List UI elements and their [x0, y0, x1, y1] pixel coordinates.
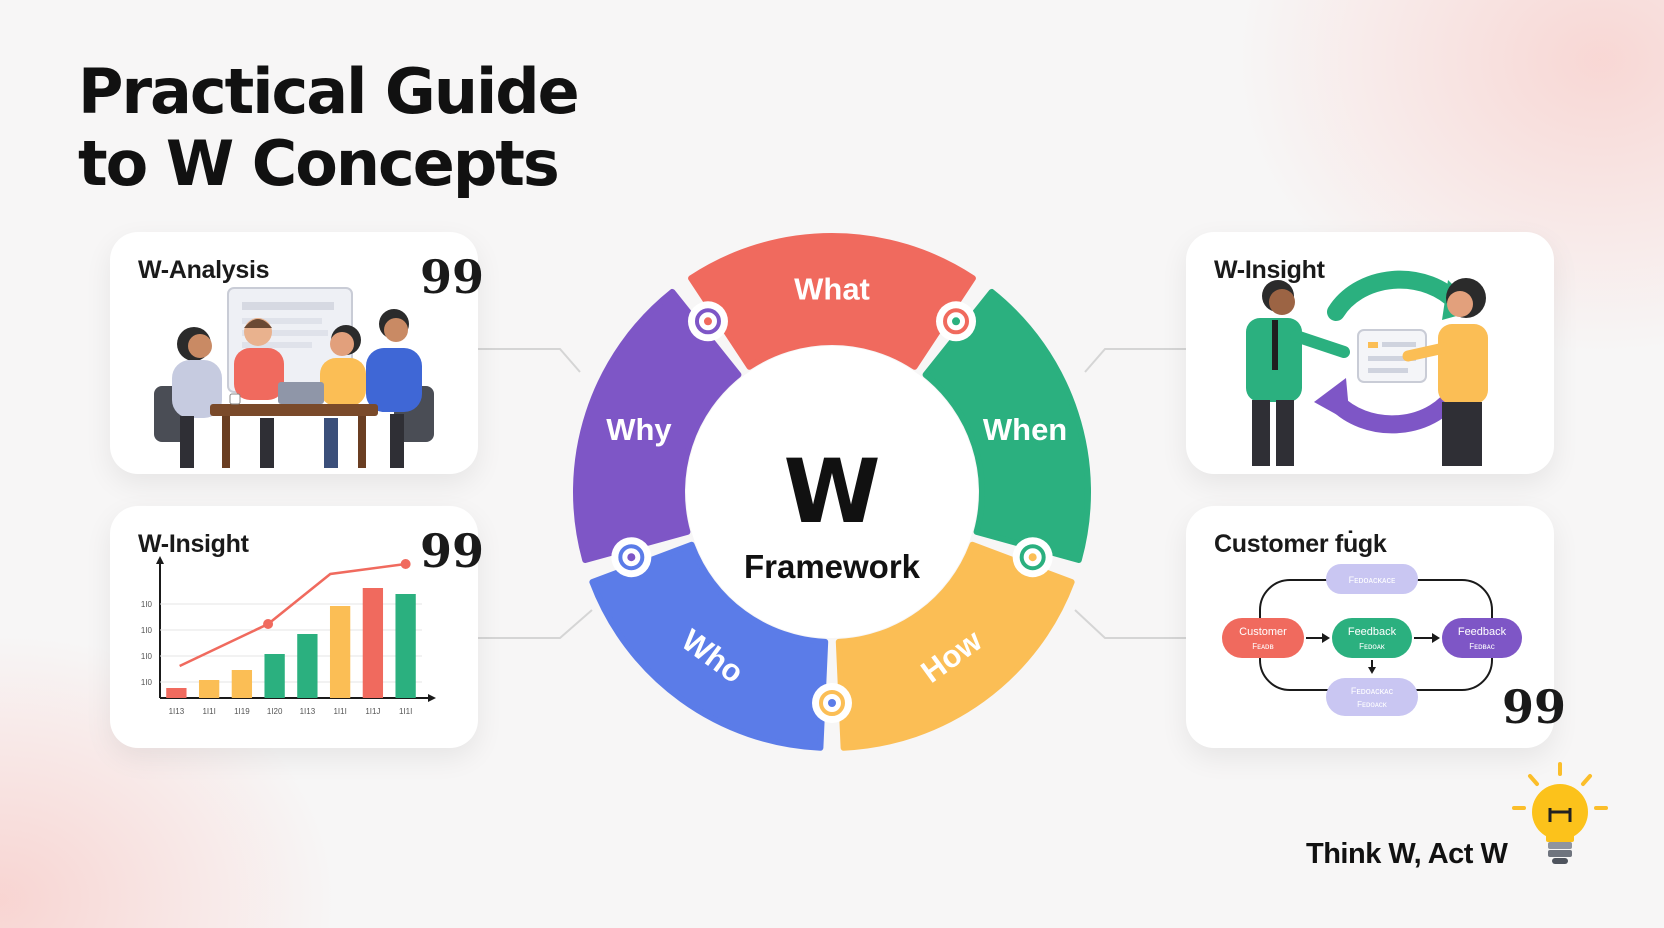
- chart-bar: [297, 634, 318, 698]
- card-customer-feedback: Customer fu̇gk 99 Fᴇᴅᴏᴀᴄᴋᴀᴄᴇ Customer Fᴇ…: [1186, 506, 1566, 748]
- flow-node-feedback: Feedback Fᴇᴅᴏᴀᴋ: [1332, 618, 1412, 658]
- quote-icon: 99: [420, 250, 485, 304]
- card-title: W-Insight: [138, 530, 249, 558]
- puzzle-icon: [1012, 537, 1053, 578]
- svg-text:Fᴇᴅʙᴀᴄ: Fᴇᴅʙᴀᴄ: [1469, 642, 1494, 651]
- chart-bar: [362, 588, 384, 698]
- growth-bar-chart: 1I0 1I0 1I0 1I0 1I13 1I1I 1I19 1I20 1I13 1I1I 1I1J…: [141, 556, 436, 716]
- card-w-insight-chart: W-Insight 99 1I0 1I0 1I0 1I0 1I13 1I1I 1I19 1I2…: [110, 506, 484, 748]
- svg-text:Fᴇᴅᴏᴀᴋ: Fᴇᴅᴏᴀᴋ: [1359, 642, 1386, 651]
- segment-label-when: When: [983, 412, 1067, 447]
- team-meeting-illustration: [154, 287, 434, 468]
- x-tick-label: 1I13: [300, 707, 316, 716]
- y-tick-label: 1I0: [141, 626, 153, 635]
- svg-text:Customer: Customer: [1239, 626, 1287, 638]
- feedback-flow-diagram: Fᴇᴅᴏᴀᴄᴋᴀᴄᴇ Customer Fᴇᴀᴅʙ Feedback Fᴇᴅᴏᴀ…: [1222, 564, 1522, 716]
- monitor-icon: [812, 683, 852, 723]
- quote-icon: 99: [420, 524, 485, 578]
- y-tick-label: 1I0: [141, 652, 153, 661]
- x-tick-label: 1I1I: [333, 707, 346, 716]
- flow-node-feedback-result: Feedback Fᴇᴅʙᴀᴄ: [1442, 618, 1522, 658]
- chart-bar: [264, 654, 285, 698]
- x-tick-label: 1I13: [169, 707, 185, 716]
- title-line-1: Practical Guide: [78, 55, 580, 128]
- svg-text:Fᴇᴅᴏᴀᴄᴋᴀᴄᴇ: Fᴇᴅᴏᴀᴄᴋᴀᴄᴇ: [1349, 575, 1396, 585]
- page-title: Practical Guide to W Concepts: [78, 55, 580, 200]
- x-tick-label: 1I1I: [399, 707, 412, 716]
- trend-point: [400, 559, 411, 569]
- segment-who: [589, 541, 829, 751]
- segment-label-why: Why: [606, 412, 672, 447]
- svg-text:Feedback: Feedback: [1458, 626, 1507, 638]
- svg-text:Fᴇᴅᴏᴀᴄᴋᴀᴄ: Fᴇᴅᴏᴀᴄᴋᴀᴄ: [1351, 686, 1394, 696]
- x-tick-label: 1I20: [267, 707, 283, 716]
- segment-how: [835, 541, 1075, 751]
- x-tick-label: 1I19: [234, 707, 250, 716]
- card-title: Customer fu̇gk: [1214, 530, 1387, 558]
- discussion-illustration: [1246, 270, 1488, 466]
- flow-node-top: Fᴇᴅᴏᴀᴄᴋᴀᴄᴇ: [1326, 564, 1418, 594]
- y-tick-label: 1I0: [141, 600, 153, 609]
- card-w-analysis: W-Analysis 99: [110, 232, 484, 474]
- title-line-2: to W Concepts: [78, 127, 560, 200]
- segment-label-what: What: [794, 272, 870, 307]
- x-tick-label: 1I1I: [202, 707, 215, 716]
- list-icon: [611, 537, 652, 578]
- trend-line: [179, 562, 406, 668]
- chart-bar: [329, 606, 351, 698]
- chart-bar: [395, 594, 416, 698]
- lightbulb-icon: [1512, 762, 1608, 864]
- card-w-insight: W-Insight: [1186, 232, 1554, 474]
- segment-why: [573, 288, 742, 563]
- svg-text:Feedback: Feedback: [1348, 626, 1397, 638]
- svg-text:Fᴇᴅᴏᴀᴄᴋ: Fᴇᴅᴏᴀᴄᴋ: [1357, 700, 1388, 709]
- tagline: Think W, Act W: [1306, 838, 1508, 870]
- flow-node-bottom: Fᴇᴅᴏᴀᴄᴋᴀᴄ Fᴇᴅᴏᴀᴄᴋ: [1326, 678, 1418, 716]
- center-letter: W: [783, 440, 880, 543]
- segment-when: [922, 288, 1091, 563]
- trend-point: [263, 619, 274, 629]
- card-title: W-Insight: [1214, 256, 1325, 284]
- chart-bar: [198, 680, 220, 698]
- flow-node-customer: Customer Fᴇᴀᴅʙ: [1222, 618, 1304, 658]
- svg-text:Fᴇᴀᴅʙ: Fᴇᴀᴅʙ: [1252, 642, 1273, 651]
- wheel-center: [686, 346, 978, 638]
- card-title: W-Analysis: [138, 256, 270, 284]
- quote-icon: 99: [1502, 680, 1567, 734]
- x-tick-label: 1I1J: [365, 707, 380, 716]
- hierarchy-icon: [687, 301, 728, 342]
- chart-bar: [231, 670, 253, 698]
- y-tick-label: 1I0: [141, 678, 153, 687]
- bulb-icon: [936, 301, 977, 342]
- center-label: Framework: [744, 548, 921, 585]
- chart-bar: [166, 688, 187, 698]
- segment-what: [688, 233, 976, 370]
